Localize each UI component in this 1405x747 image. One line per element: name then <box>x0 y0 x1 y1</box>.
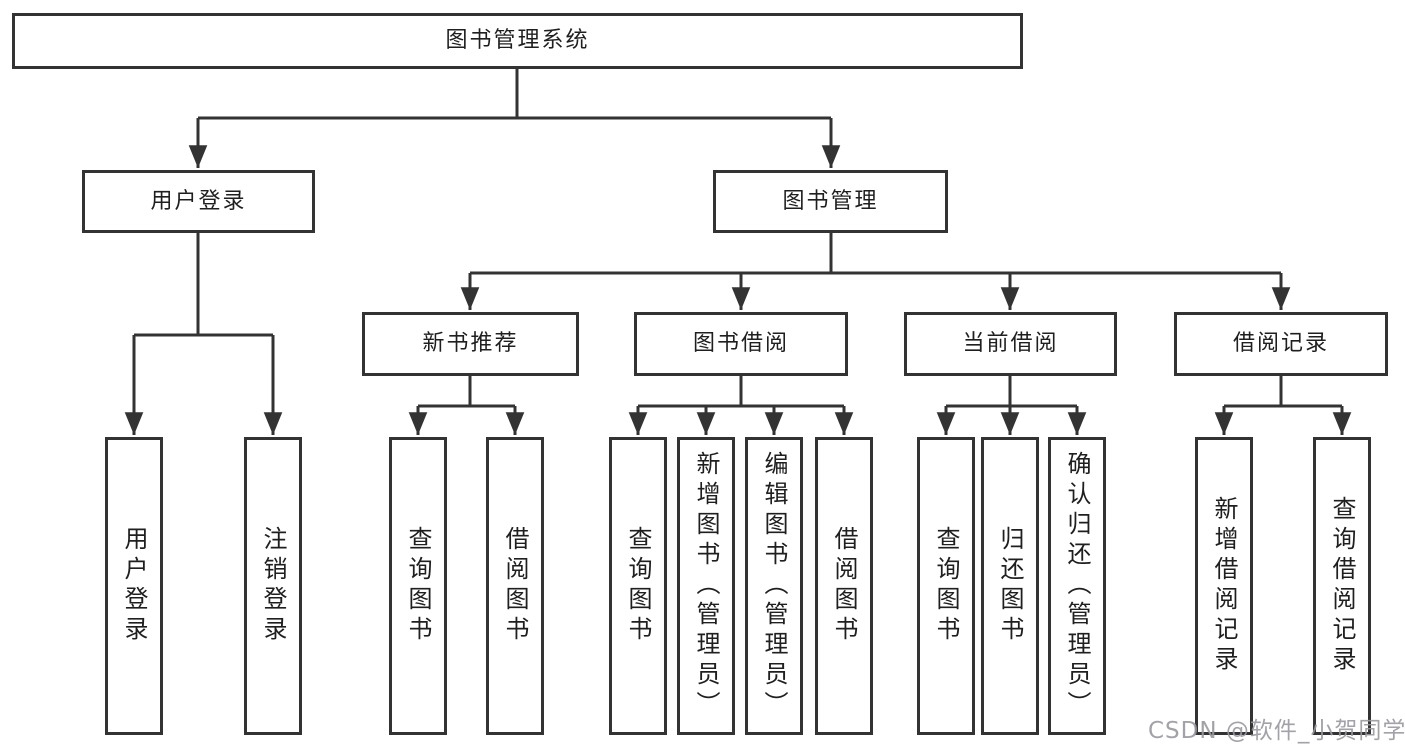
leaf-query-books-recommend: 查询图书 <box>389 437 447 735</box>
leaf-confirm-return-admin: 确认归还（管理员） <box>1048 437 1106 735</box>
leaf-add-books-admin: 新增图书（管理员） <box>677 437 735 735</box>
leaf-add-borrow-record: 新增借阅记录 <box>1195 437 1253 735</box>
leaf-user-login: 用户登录 <box>105 437 163 735</box>
node-root-system: 图书管理系统 <box>12 13 1023 69</box>
watermark-text: CSDN @软件_小贺同学 <box>1148 718 1405 744</box>
leaf-edit-books-admin: 编辑图书（管理员） <box>745 437 803 735</box>
node-user-login: 用户登录 <box>82 170 315 233</box>
node-current-borrow: 当前借阅 <box>904 312 1117 376</box>
leaf-borrow-books: 借阅图书 <box>815 437 873 735</box>
leaf-query-books-borrow: 查询图书 <box>609 437 667 735</box>
node-new-book-recommend: 新书推荐 <box>362 312 579 376</box>
leaf-return-books: 归还图书 <box>981 437 1039 735</box>
leaf-query-books-current: 查询图书 <box>917 437 975 735</box>
leaf-borrow-books-recommend: 借阅图书 <box>486 437 544 735</box>
connector-arrows <box>124 118 1352 436</box>
node-book-borrow: 图书借阅 <box>634 312 848 376</box>
node-book-management: 图书管理 <box>713 170 948 233</box>
node-borrow-records: 借阅记录 <box>1174 312 1388 376</box>
leaf-query-borrow-record: 查询借阅记录 <box>1313 437 1371 735</box>
leaf-logout: 注销登录 <box>244 437 302 735</box>
